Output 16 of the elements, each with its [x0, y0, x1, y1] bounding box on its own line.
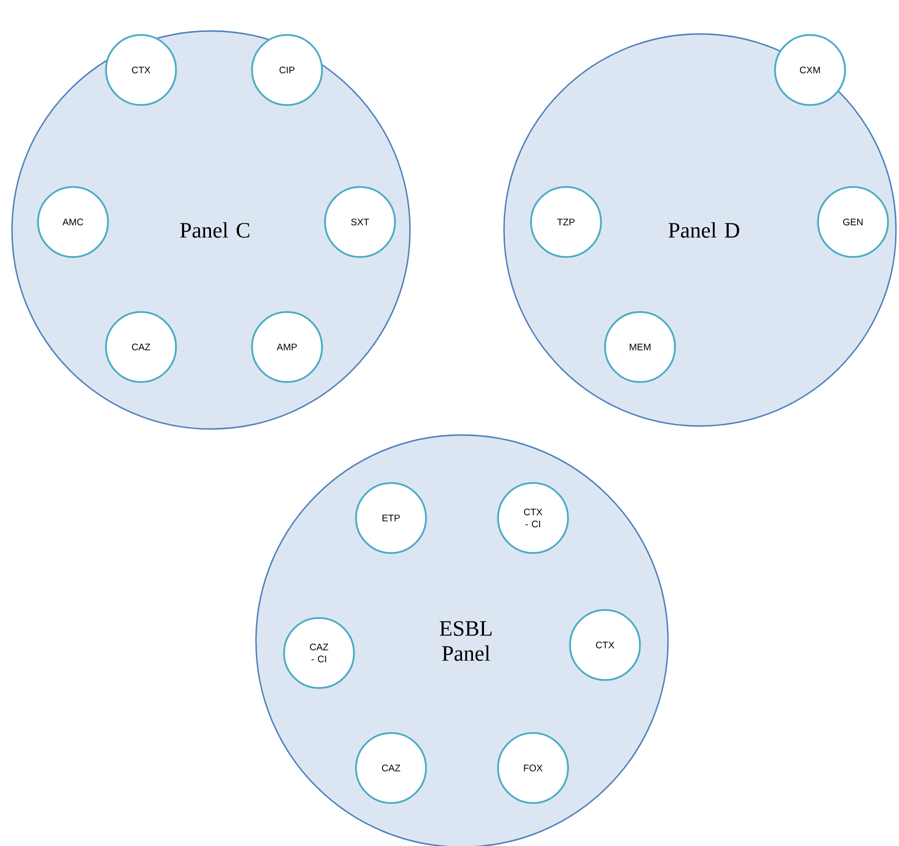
drug-disc: TZP — [530, 186, 602, 258]
drug-disc: AMP — [251, 311, 323, 383]
drug-disc: CTX - CI — [497, 482, 569, 554]
drug-disc: MEM — [604, 311, 676, 383]
drug-disc: CIP — [251, 34, 323, 106]
drug-disc: FOX — [497, 732, 569, 804]
drug-disc: SXT — [324, 186, 396, 258]
drug-disc: CAZ — [355, 732, 427, 804]
drug-disc: CTX — [105, 34, 177, 106]
drug-disc: CTX — [569, 609, 641, 681]
drug-disc: GEN — [817, 186, 889, 258]
drug-disc: ETP — [355, 482, 427, 554]
drug-disc: AMC — [37, 186, 109, 258]
drug-disc: CAZ - CI — [283, 617, 355, 689]
drug-disc: CAZ — [105, 311, 177, 383]
drug-disc: CXM — [774, 34, 846, 106]
